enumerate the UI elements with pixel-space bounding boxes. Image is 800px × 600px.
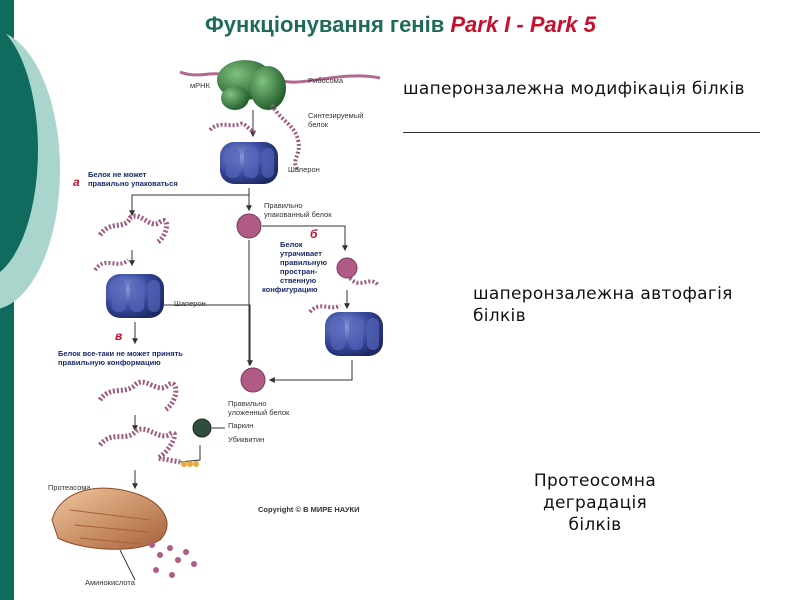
step-a-marker: а: [73, 175, 80, 189]
misfolded-chain-c1: [97, 379, 179, 413]
label-folded-2: упакованный белок: [264, 210, 332, 219]
label-loses-6: конфигурацию: [262, 285, 318, 294]
misfolded-chain-a: [97, 213, 169, 245]
label-cannot-fold-1: Белок не может: [88, 170, 147, 179]
folded-protein-icon: [236, 213, 262, 239]
label-cannot-fold-2: правильно упаковаться: [88, 179, 178, 188]
label-loses-1: Белок: [280, 240, 303, 249]
label-mrna: мРНК: [190, 81, 211, 90]
arrow-right-to-placed: [268, 360, 353, 383]
amino-acid-dot: [183, 549, 189, 555]
amino-acid-dot: [149, 542, 155, 548]
ubiquitin-tag-1: [181, 461, 187, 467]
label-synth-1: Синтезируемый: [308, 111, 363, 120]
connector-amino: [119, 549, 136, 581]
label-ribosome: Рибосома: [308, 76, 344, 85]
label-loses-4: простран-: [280, 267, 318, 276]
title-prefix: Функціонування генів: [205, 12, 451, 37]
step-c-marker: в: [115, 329, 122, 343]
amino-acid-dot: [167, 545, 173, 551]
nascent-chain: [270, 103, 301, 172]
misfolded-chain-c2: [98, 426, 181, 465]
label-loses-5: ственную: [280, 276, 317, 285]
label-loses-2: утрачивает: [280, 249, 322, 258]
proteasome-icon: [51, 487, 168, 550]
title-genes: Park I - Park 5: [450, 12, 596, 37]
amino-acid-dot: [157, 552, 163, 558]
label-placed-2: уложенный белок: [228, 408, 290, 417]
amino-acid-dot: [191, 561, 197, 567]
ribosome-icon: [217, 60, 286, 110]
label-loses-3: правильную: [280, 258, 328, 267]
copyright-text: Copyright © В МИРЕ НАУКИ: [258, 505, 360, 514]
label-placed-1: Правильно: [228, 399, 267, 408]
label-still-1: Белок все-таки не может принять: [58, 349, 183, 358]
note-proteasome-degradation: Протеосомна деградація білків: [533, 471, 657, 535]
ubiquitin-tag-3: [193, 461, 199, 467]
slide-title: Функціонування генів Park I - Park 5: [205, 12, 596, 38]
unfolding-tail: [348, 276, 380, 287]
arrow-left-to-placed: [164, 304, 253, 367]
amino-acid-dot: [169, 572, 175, 578]
left-arc-dark: [0, 28, 38, 272]
parkin-icon: [192, 418, 212, 438]
divider-line: [403, 132, 760, 133]
amino-acid-dot: [175, 557, 181, 563]
step-b-marker: б: [310, 227, 318, 241]
connector-left-branch: [131, 188, 250, 208]
arrow-b: [262, 225, 348, 252]
placed-protein-icon: [240, 367, 266, 393]
protein-folding-diagram: мРНК Рибосома Синтезируемый белок Шаперо…: [48, 60, 383, 587]
label-folded-1: Правильно: [264, 201, 303, 210]
label-synth-2: белок: [308, 120, 329, 129]
chaperone-right-icon: [308, 303, 383, 356]
label-ubiquitin: Убиквитин: [228, 435, 264, 444]
label-parkin: Паркин: [228, 421, 253, 430]
label-chaperone-mid: Шаперон: [174, 299, 206, 308]
label-still-2: правильную конформацию: [58, 358, 161, 367]
amino-acid-dot: [153, 567, 159, 573]
chaperone-left-icon: [93, 258, 164, 318]
label-proteasome: Протеасома: [48, 483, 91, 492]
chaperone-top-icon: [208, 121, 278, 184]
label-amino: Аминокислота: [85, 578, 136, 587]
note-chaperone-autophagy: шаперонзалежна автофагія білків: [473, 284, 733, 326]
connector-parkin: [179, 427, 225, 463]
ubiquitin-tag-2: [187, 461, 193, 467]
note-chaperone-modification: шаперонзалежна модифікація білків: [403, 79, 745, 99]
label-chaperone-top: Шаперон: [288, 165, 320, 174]
unfolding-protein-icon: [336, 257, 358, 279]
